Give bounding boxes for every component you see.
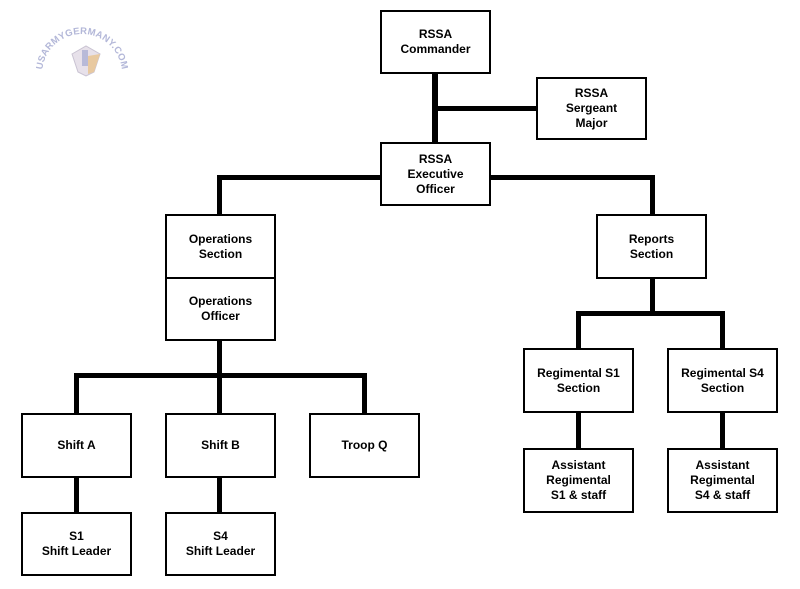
node-label: Operations Officer <box>188 294 253 323</box>
node-s4-shift-leader: S4 Shift Leader <box>165 512 276 576</box>
node-commander: RSSA Commander <box>380 10 491 74</box>
node-regimental-s1-section: Regimental S1 Section <box>523 348 634 413</box>
node-label: Troop Q <box>341 438 388 452</box>
node-operations-officer: Operations Officer <box>165 277 276 341</box>
watermark-text: USARMYGERMANY.COM <box>36 26 128 70</box>
watermark-label: USARMYGERMANY.COM <box>36 26 128 70</box>
connector-to-shift-b <box>217 373 222 415</box>
connector-to-operations-section <box>217 175 222 216</box>
connector-shift-a-to-s1 <box>74 477 79 514</box>
shield-icon <box>71 45 101 77</box>
node-asst-regimental-s4: Assistant Regimental S4 & staff <box>667 448 778 513</box>
connector-to-reports-section <box>650 175 655 216</box>
node-executive-officer: RSSA Executive Officer <box>380 142 491 206</box>
node-reports-section: Reports Section <box>596 214 707 279</box>
node-label: Operations Section <box>188 231 253 261</box>
connector-to-shift-a <box>74 373 79 415</box>
connector-shift-b-to-s4 <box>217 477 222 514</box>
node-label: S4 Shift Leader <box>185 529 256 558</box>
node-label: RSSA Sergeant Major <box>565 86 618 130</box>
node-shift-a: Shift A <box>21 413 132 478</box>
connector-ops-officer-down <box>217 340 222 377</box>
node-label: Shift B <box>201 438 240 452</box>
node-sergeant-major: RSSA Sergeant Major <box>536 77 647 140</box>
connector-commander-to-sgm <box>435 106 538 111</box>
connector-to-regimental-s4 <box>720 311 725 349</box>
node-label: Regimental S4 Section <box>681 365 764 395</box>
usarmygermany-watermark-logo: USARMYGERMANY.COM <box>36 16 128 78</box>
connector-to-troop-q <box>362 373 367 415</box>
node-troop-q: Troop Q <box>309 413 420 478</box>
node-label: Assistant Regimental S1 & staff <box>546 458 611 502</box>
node-s1-shift-leader: S1 Shift Leader <box>21 512 132 576</box>
node-label: Assistant Regimental S4 & staff <box>690 458 755 502</box>
connector-reports-down <box>650 278 655 315</box>
node-operations-section: Operations Section <box>165 214 276 279</box>
node-asst-regimental-s1: Assistant Regimental S1 & staff <box>523 448 634 513</box>
connector-s1-to-assistant <box>576 412 581 450</box>
connector-regimental-horizontal <box>576 311 725 316</box>
node-label: S1 Shift Leader <box>41 529 112 558</box>
node-regimental-s4-section: Regimental S4 Section <box>667 348 778 413</box>
node-label: Regimental S1 Section <box>537 365 620 395</box>
node-label: Reports Section <box>628 231 675 261</box>
connector-s4-to-assistant <box>720 412 725 450</box>
connector-to-regimental-s1 <box>576 311 581 349</box>
node-label: RSSA Commander <box>400 27 471 56</box>
svg-text:USARMYGERMANY.COM: USARMYGERMANY.COM <box>36 26 128 70</box>
node-shift-b: Shift B <box>165 413 276 478</box>
node-label: Shift A <box>57 438 96 452</box>
node-label: RSSA Executive Officer <box>407 151 464 196</box>
